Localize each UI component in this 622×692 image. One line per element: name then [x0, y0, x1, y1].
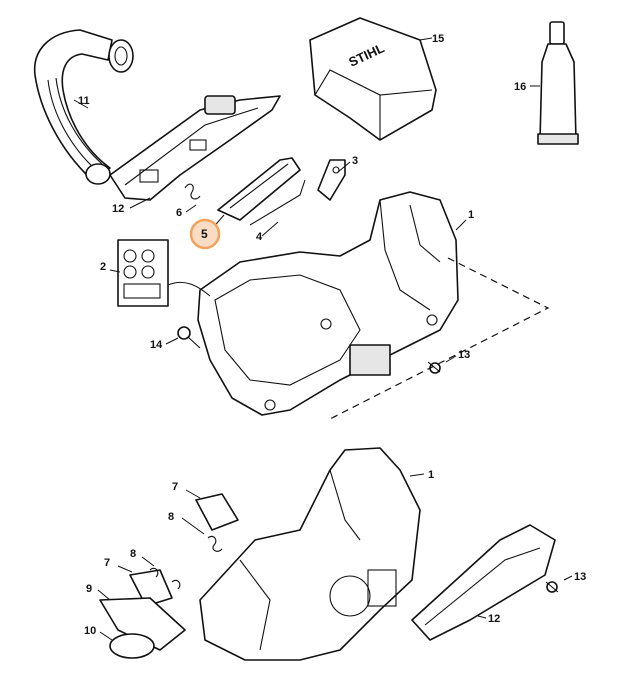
callout-1-top: 1: [468, 209, 474, 221]
callout-8-bottom: 8: [130, 548, 136, 560]
callout-2: 2: [100, 261, 106, 273]
part-7-upper: [195, 493, 239, 531]
callout-5-highlight[interactable]: 5: [189, 218, 221, 250]
callout-12-bottom: 12: [488, 613, 500, 625]
callouts: 11 15 16 3 12 6 5 4 1 2 14 13 1 7 8 7 8 …: [78, 33, 586, 637]
callout-12-top: 12: [112, 203, 124, 215]
highlight-circle[interactable]: [189, 218, 221, 250]
callout-13-top: 13: [458, 349, 470, 361]
screw-part-14: [177, 326, 201, 349]
grease-tube: [537, 21, 579, 145]
callout-7-top: 7: [172, 481, 178, 493]
part-9: [99, 597, 186, 651]
callout-7-bottom: 7: [104, 557, 110, 569]
spring-part-8-lower: [149, 567, 181, 590]
warning-label: [117, 239, 169, 307]
callout-6: 6: [176, 207, 182, 219]
leader-lines: [73, 37, 573, 641]
alignment-line-top: [327, 257, 550, 421]
callout-13-bottom: 13: [574, 571, 586, 583]
callout-15: 15: [432, 33, 444, 45]
callout-4: 4: [256, 231, 263, 243]
throttle-lever-small: [317, 159, 346, 201]
callout-5[interactable]: 5: [201, 227, 208, 241]
front-handle-bar: [33, 29, 134, 185]
main-housing-bottom: [199, 447, 421, 661]
spring-part-8-upper: [207, 535, 223, 552]
top-cover: STIHL: [309, 17, 437, 141]
callout-14: 14: [150, 339, 163, 351]
screw-part-13-top: [427, 361, 441, 374]
callout-16: 16: [514, 81, 526, 93]
bottom-small-parts: [99, 493, 239, 659]
rear-handle-molding-top: [109, 95, 281, 201]
callout-11: 11: [78, 95, 90, 107]
callout-1-bottom: 1: [428, 469, 434, 481]
main-housing-top: [197, 191, 459, 416]
callout-10: 10: [84, 625, 96, 637]
callout-3: 3: [352, 155, 358, 167]
part-10-gasket: [109, 633, 155, 659]
spring-part-6: [184, 183, 201, 200]
screw-part-13-bottom: [545, 581, 559, 593]
rear-handle-molding-bottom: [411, 524, 556, 641]
throttle-trigger: [217, 157, 306, 226]
callout-9: 9: [86, 583, 92, 595]
part-7-lower: [129, 569, 173, 607]
callout-8-top: 8: [168, 511, 174, 523]
